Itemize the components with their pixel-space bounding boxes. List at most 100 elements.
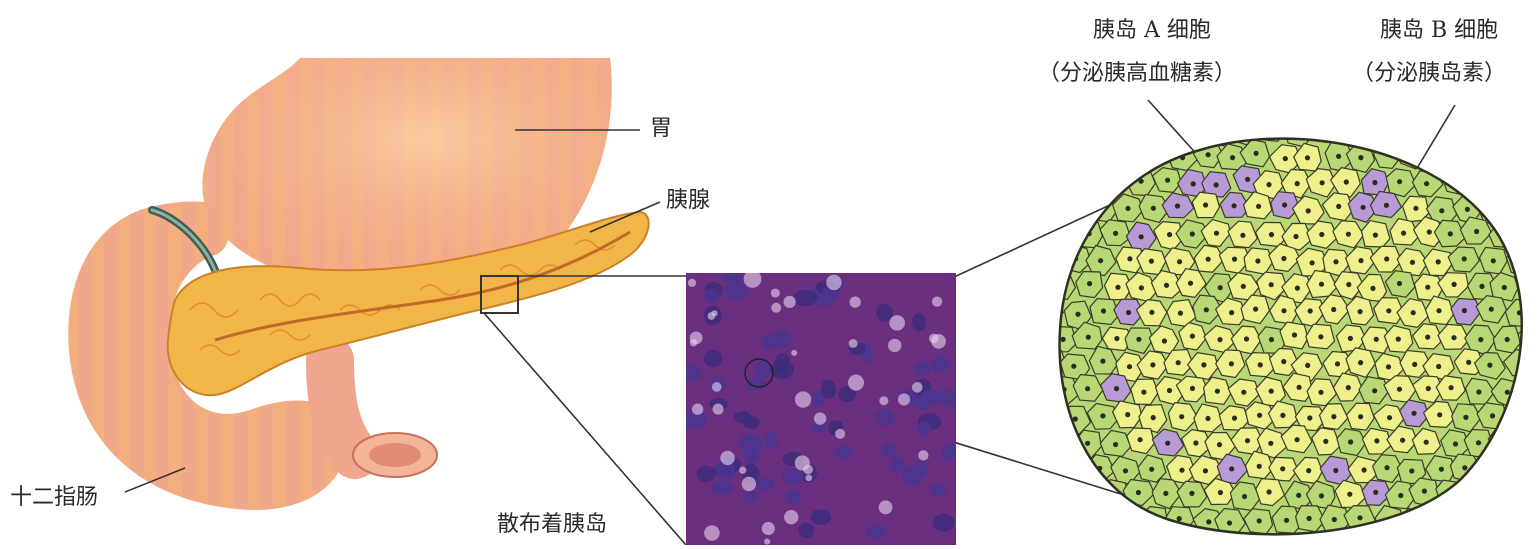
cell-nucleus (1217, 337, 1222, 342)
tissue-highlight (879, 396, 888, 405)
edge-cell (1506, 143, 1534, 168)
nucleus (798, 523, 814, 538)
nucleus (921, 389, 944, 405)
cell-nucleus (1136, 337, 1141, 342)
cell-nucleus (1374, 438, 1379, 443)
cell-nucleus (1113, 231, 1118, 236)
cell-nucleus (1151, 415, 1156, 420)
cell-nucleus (1087, 281, 1092, 286)
nucleus (917, 421, 932, 434)
edge-cell (1037, 507, 1067, 534)
cell-nucleus (1128, 518, 1133, 523)
cell-nucleus (1203, 468, 1208, 473)
tissue-highlight (742, 477, 756, 491)
cell-nucleus (1253, 307, 1258, 312)
cell-nucleus (1502, 232, 1507, 237)
cell-nucleus (1046, 411, 1051, 416)
cell-nucleus (1163, 491, 1168, 496)
cell-nucleus (1413, 206, 1418, 211)
cell-nucleus (1397, 387, 1402, 392)
cell-nucleus (1256, 204, 1261, 209)
cell-nucleus (1517, 259, 1522, 264)
cell-nucleus (1136, 490, 1141, 495)
cell-nucleus (1098, 258, 1103, 263)
cell-nucleus (1201, 362, 1206, 367)
edge-cell (1136, 141, 1166, 168)
cell-nucleus (1347, 492, 1352, 497)
cell-nucleus (1346, 282, 1351, 287)
cell-nucleus (1318, 334, 1323, 339)
cell-nucleus (1436, 308, 1441, 313)
cell-nucleus (1479, 284, 1484, 289)
nucleus (704, 350, 722, 367)
nucleus (881, 443, 896, 457)
cell-nucleus (1267, 489, 1272, 494)
cell-nucleus (1529, 125, 1534, 130)
edge-cell (1089, 145, 1117, 169)
cell-nucleus (1307, 516, 1312, 521)
cell-nucleus (1346, 232, 1351, 237)
edge-cell (1033, 298, 1063, 323)
cell-nucleus (1487, 363, 1492, 368)
cell-nucleus (1332, 517, 1337, 522)
cell-nucleus (1087, 129, 1092, 134)
cell-nucleus (1295, 437, 1300, 442)
cell-nucleus (1230, 155, 1235, 160)
cell-nucleus (1058, 284, 1063, 289)
islets-label: 散布着胰岛 (497, 514, 607, 536)
cell-nucleus (1410, 520, 1415, 525)
cell-nucleus (1100, 359, 1105, 364)
cell-nucleus (1045, 203, 1050, 208)
cell-nucleus (1372, 388, 1377, 393)
cell-nucleus (1128, 151, 1133, 156)
edge-cell (1422, 145, 1451, 171)
nucleus (889, 457, 906, 474)
cell-nucleus (1463, 520, 1468, 525)
edge-cell (1450, 142, 1479, 169)
edge-cell (1506, 404, 1535, 430)
edge-cell (1075, 118, 1105, 144)
cell-nucleus (1266, 182, 1271, 187)
cell-nucleus (1114, 126, 1119, 131)
cell-nucleus (1466, 360, 1471, 365)
edge-cell (1451, 509, 1481, 538)
cell-nucleus (1373, 490, 1378, 495)
cell-nucleus (1357, 515, 1362, 520)
cell-nucleus (1348, 336, 1353, 341)
nucleus (704, 289, 720, 303)
cell-nucleus (1296, 493, 1301, 498)
cell-nucleus (1348, 439, 1353, 444)
cell-nucleus (1084, 180, 1089, 185)
cell-nucleus (1306, 468, 1311, 473)
cell-nucleus (1487, 518, 1492, 523)
cell-nucleus (1085, 386, 1090, 391)
cell-nucleus (1176, 360, 1181, 365)
cell-nucleus (1296, 129, 1301, 134)
nucleus (942, 443, 958, 460)
cell-nucleus (1048, 518, 1053, 523)
cell-nucleus (1427, 229, 1432, 234)
tissue-highlight (720, 451, 734, 465)
cell-nucleus (1318, 390, 1323, 395)
edge-cell (1502, 197, 1530, 223)
cell-nucleus (1319, 493, 1324, 498)
cell-nucleus (1409, 468, 1414, 473)
cell-nucleus (1425, 285, 1430, 290)
cell-nucleus (1439, 467, 1444, 472)
cell-nucleus (1527, 179, 1532, 184)
cell-nucleus (1071, 364, 1076, 369)
cell-nucleus (1305, 155, 1310, 160)
cell-nucleus (1149, 152, 1154, 157)
tissue-highlight (849, 339, 858, 348)
nucleus (739, 434, 762, 454)
cell-nucleus (1386, 364, 1391, 369)
tissue-highlight (912, 382, 923, 393)
cell-nucleus (1308, 308, 1313, 313)
edge-cell (1049, 477, 1080, 504)
cell-nucleus (1422, 489, 1427, 494)
nucleus (770, 360, 794, 379)
cell-nucleus (1319, 125, 1324, 130)
cell-nucleus (1320, 180, 1325, 185)
cell-nucleus (1344, 179, 1349, 184)
cell-nucleus (1229, 361, 1234, 366)
